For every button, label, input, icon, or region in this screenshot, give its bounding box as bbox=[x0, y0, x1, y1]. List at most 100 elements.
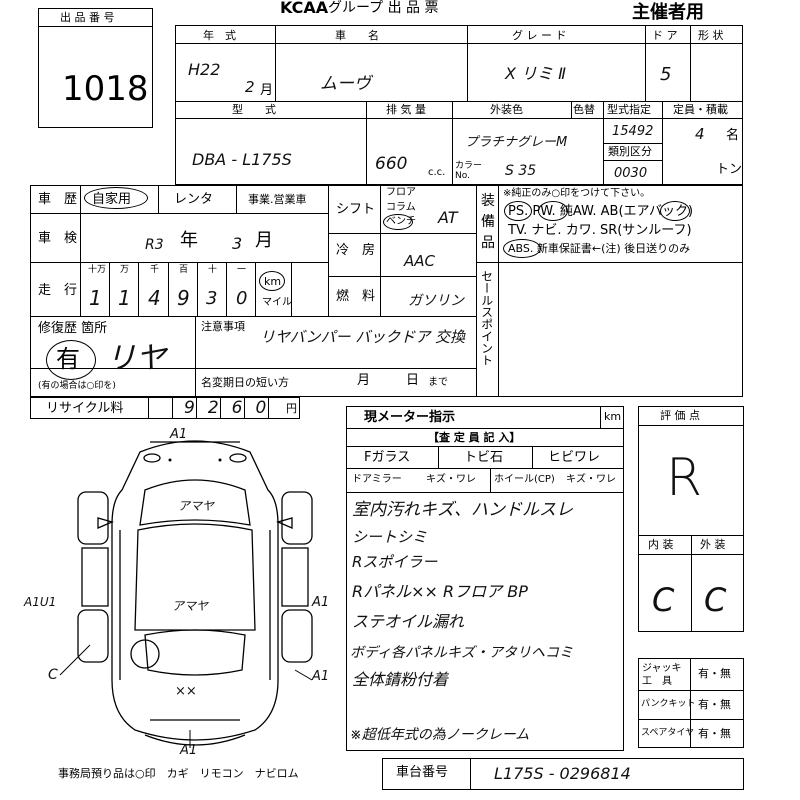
year-era: H22 bbox=[188, 60, 221, 79]
chassis-table bbox=[382, 758, 744, 790]
deadline-day: 日 bbox=[406, 373, 420, 388]
model: DBA - L175S bbox=[192, 150, 292, 169]
interior-label: 内 装 bbox=[648, 538, 674, 551]
meter-unit: km bbox=[604, 410, 622, 423]
lot-number-box bbox=[38, 8, 153, 128]
aircon-label: 冷 房 bbox=[336, 243, 376, 258]
grade-label: グ レ ー ド bbox=[512, 29, 567, 42]
notes-label: 注意事項 bbox=[201, 320, 245, 333]
diagram-mark-right-rear: A1 bbox=[312, 669, 330, 684]
mileage-digit: 0 bbox=[236, 288, 248, 309]
jack-option: 有・無 bbox=[698, 667, 731, 680]
unit-one: 一 bbox=[237, 265, 247, 275]
recycle-value: 9260 bbox=[184, 398, 280, 418]
color-no: S 35 bbox=[505, 163, 537, 179]
deadline-until: まで bbox=[428, 377, 448, 388]
history-selected-circle bbox=[84, 187, 148, 209]
vehicle-status-table bbox=[30, 185, 743, 397]
year-label: 年 式 bbox=[203, 29, 236, 42]
equipment-label-1: 装 bbox=[481, 193, 495, 209]
shift-label: シフト bbox=[336, 202, 376, 217]
diagram-mark-rear: A1 bbox=[180, 743, 198, 758]
inspector-note: 全体錆粉付着 bbox=[352, 670, 449, 689]
diagram-mark-c: C bbox=[48, 667, 58, 683]
repair-circle bbox=[46, 340, 96, 380]
inspector-note: 室内汚れキズ、ハンドルスレ bbox=[352, 500, 573, 520]
equipment-note: ※純正のみ○印をつけて下さい。 bbox=[503, 188, 651, 199]
category-label: 類別区分 bbox=[608, 145, 652, 158]
inspector-note: ボディ各パネルキズ・アタリヘコミ bbox=[350, 645, 574, 661]
equipment-label-2: 備 bbox=[481, 214, 495, 230]
shaken-year-label: 年 bbox=[180, 230, 198, 251]
inspector-title: 【査 定 員 記 入】 bbox=[428, 431, 521, 444]
group-title: グループ 出 品 票 bbox=[328, 0, 439, 16]
sales-point-label: セールスポイント bbox=[479, 270, 494, 366]
office-items-label: 事務局預り品は○印 カギ リモコン ナビロム bbox=[58, 767, 299, 780]
km-circle bbox=[259, 271, 285, 291]
year-month: 2 bbox=[245, 78, 255, 96]
capacity-unit: 名 bbox=[726, 128, 740, 143]
inspector-note: Rスポイラー bbox=[352, 553, 438, 571]
repair-label: 修復歴 箇所 bbox=[38, 321, 108, 336]
diagram-mark-roof: アマヤ bbox=[172, 599, 209, 613]
deadline-month: 月 bbox=[357, 373, 371, 388]
door-mirror-label: ドアミラー bbox=[352, 474, 402, 485]
type-designation: 15492 bbox=[612, 124, 654, 139]
chassis-number: L175S - 0296814 bbox=[494, 764, 631, 783]
mileage-digit: 9 bbox=[177, 286, 190, 310]
inspector-note: ステオイル漏れ bbox=[352, 612, 465, 631]
wheel-scratch-label: キズ・ワレ bbox=[566, 474, 616, 485]
type-designation-label: 型式指定 bbox=[607, 103, 651, 116]
abs-circle bbox=[503, 239, 541, 258]
pw-circle bbox=[538, 201, 568, 221]
shaken-era: R3 bbox=[145, 237, 164, 253]
equipment-line-3: ABS. 新車保証書←(注) 後日送りのみ bbox=[508, 242, 691, 255]
history-option-business: 事業.営業車 bbox=[248, 193, 307, 206]
recycle-box bbox=[30, 397, 300, 419]
recycle-yen: 円 bbox=[286, 402, 297, 415]
doors-label: ド ア bbox=[652, 29, 678, 42]
equipment-label-3: 品 bbox=[481, 235, 495, 251]
repair-note: (有の場合は○印を) bbox=[38, 381, 116, 391]
score-value: R bbox=[666, 448, 703, 508]
meter-label: 現メーター指示 bbox=[364, 410, 456, 425]
interior-score: C bbox=[652, 581, 675, 619]
unit-thousand: 千 bbox=[150, 265, 160, 275]
notes-text: リヤバンパー バックドア 交換 bbox=[260, 328, 465, 346]
spare-tire-label: スペアタイヤ bbox=[641, 728, 695, 738]
shift-floor: フロア bbox=[386, 187, 416, 198]
repair-value-circled: 有 bbox=[56, 345, 80, 373]
inspector-note: Rパネル×× Rフロア BP bbox=[352, 582, 528, 601]
displacement: 660 bbox=[375, 154, 408, 174]
car-body-diagram bbox=[59, 440, 313, 748]
unit-hundred-thousand: 十万 bbox=[88, 265, 107, 275]
organizer-label: 主催者用 bbox=[632, 2, 704, 23]
lot-number-label: 出 品 番 号 bbox=[60, 11, 115, 24]
mirror-scratch-label: キズ・ワレ bbox=[426, 474, 476, 485]
repair-location: リヤ bbox=[106, 341, 166, 376]
exterior-color: プラチナグレーM bbox=[465, 135, 568, 150]
capacity: 4 bbox=[695, 125, 705, 143]
category: 0030 bbox=[614, 166, 648, 181]
ab-circle bbox=[660, 201, 690, 221]
mileage-digit: 3 bbox=[206, 288, 218, 309]
inspector-table bbox=[346, 406, 624, 751]
fuel-value: ガソリン bbox=[408, 293, 464, 309]
score-label: 評 価 点 bbox=[660, 409, 700, 422]
diagram-mark-front: A1 bbox=[170, 427, 188, 442]
ps-circle bbox=[504, 201, 532, 221]
ton-unit: トン bbox=[716, 162, 743, 177]
exterior-score: C bbox=[704, 581, 727, 619]
tools-table bbox=[638, 658, 744, 748]
shift-value: AT bbox=[438, 208, 458, 227]
month-label: 月 bbox=[260, 83, 274, 98]
car-name: ムーヴ bbox=[320, 74, 371, 94]
puncture-kit-label: パンクキット bbox=[641, 699, 696, 709]
displacement-label: 排 気 量 bbox=[386, 103, 426, 116]
unit-hundred: 百 bbox=[179, 265, 189, 275]
history-option-rental: レンタ bbox=[174, 192, 214, 207]
diagram-mark-right-front: A1 bbox=[312, 595, 330, 610]
wheel-label: ホイール(CP) bbox=[494, 474, 555, 485]
shaken-month: 3 bbox=[232, 234, 243, 253]
group-logo: KCAA bbox=[280, 0, 329, 17]
